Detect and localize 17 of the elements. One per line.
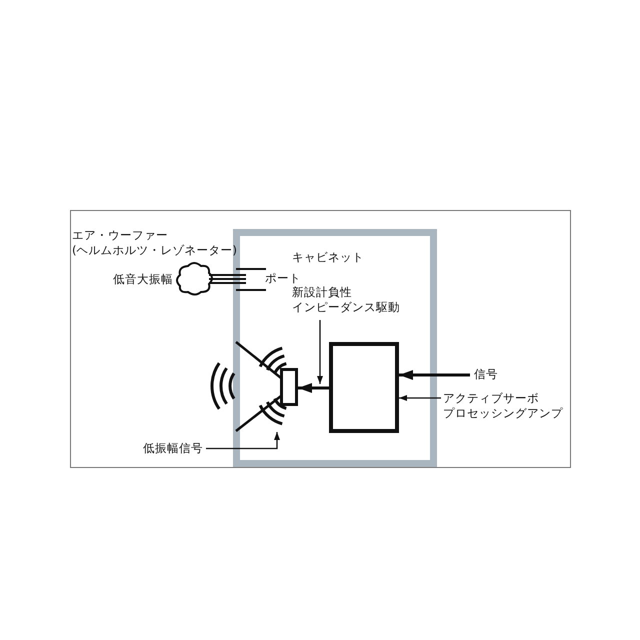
port-label: ポート [265,271,301,286]
arrow [298,383,329,393]
cabinet-label: キャビネット [292,250,364,265]
arrow [206,432,280,450]
heading-text: (ヘルムホルツ・レゾネーター) [72,243,237,258]
signal-label: 信号 [474,367,498,382]
driver-box [280,368,298,406]
arrow [317,320,323,384]
heading-text: エア・ウーファー [72,228,168,243]
amplifier-label: アクティブサーボプロセッシングアンプ [443,391,563,421]
text-label: 低音大振幅 [113,272,173,287]
annotation-text: 新設計負性インピーダンス駆動 [292,285,400,315]
arrow [399,370,470,380]
amplifier-box [329,342,399,433]
signal-label: 低振幅信号 [143,441,203,456]
arrow [399,395,441,401]
cabinet-box [233,229,437,467]
